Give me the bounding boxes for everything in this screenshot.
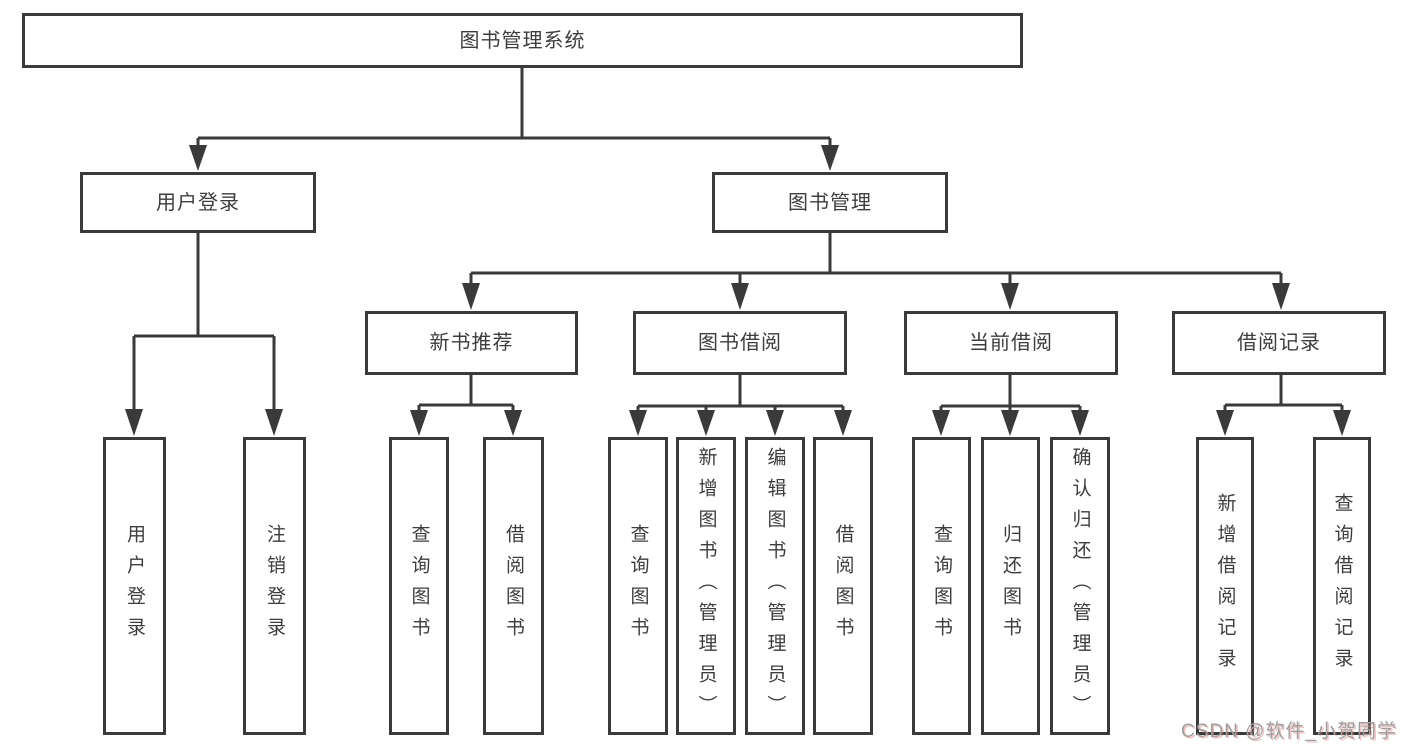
node-leaf-query-borrow-record: 查询借阅记录 [1313,437,1371,735]
node-borrowing-records: 借阅记录 [1172,311,1386,375]
node-leaf-user-login: 用户登录 [103,437,166,735]
node-user-login: 用户登录 [80,172,316,233]
node-leaf-query-book-current: 查询图书 [912,437,971,735]
node-book-management: 图书管理 [712,172,948,233]
node-leaf-query-book-recommend: 查询图书 [389,437,449,735]
node-leaf-borrow-book: 借阅图书 [813,437,873,735]
node-leaf-borrow-book-recommend: 借阅图书 [483,437,544,735]
node-leaf-logout: 注销登录 [243,437,306,735]
node-leaf-return-book: 归还图书 [981,437,1040,735]
node-root-library-system: 图书管理系统 [22,13,1023,68]
node-leaf-edit-book-admin: 编辑图书（管理员） [745,437,805,735]
node-leaf-query-book-borrowing: 查询图书 [608,437,668,735]
node-book-borrowing: 图书借阅 [633,311,847,375]
node-leaf-confirm-return-admin: 确认归还（管理员） [1050,437,1110,735]
node-leaf-add-book-admin: 新增图书（管理员） [676,437,736,735]
csdn-watermark: CSDN @软件_小贺同学 [1181,721,1397,742]
node-current-borrowing: 当前借阅 [904,311,1118,375]
node-new-book-recommend: 新书推荐 [365,311,578,375]
node-leaf-add-borrow-record: 新增借阅记录 [1196,437,1254,735]
